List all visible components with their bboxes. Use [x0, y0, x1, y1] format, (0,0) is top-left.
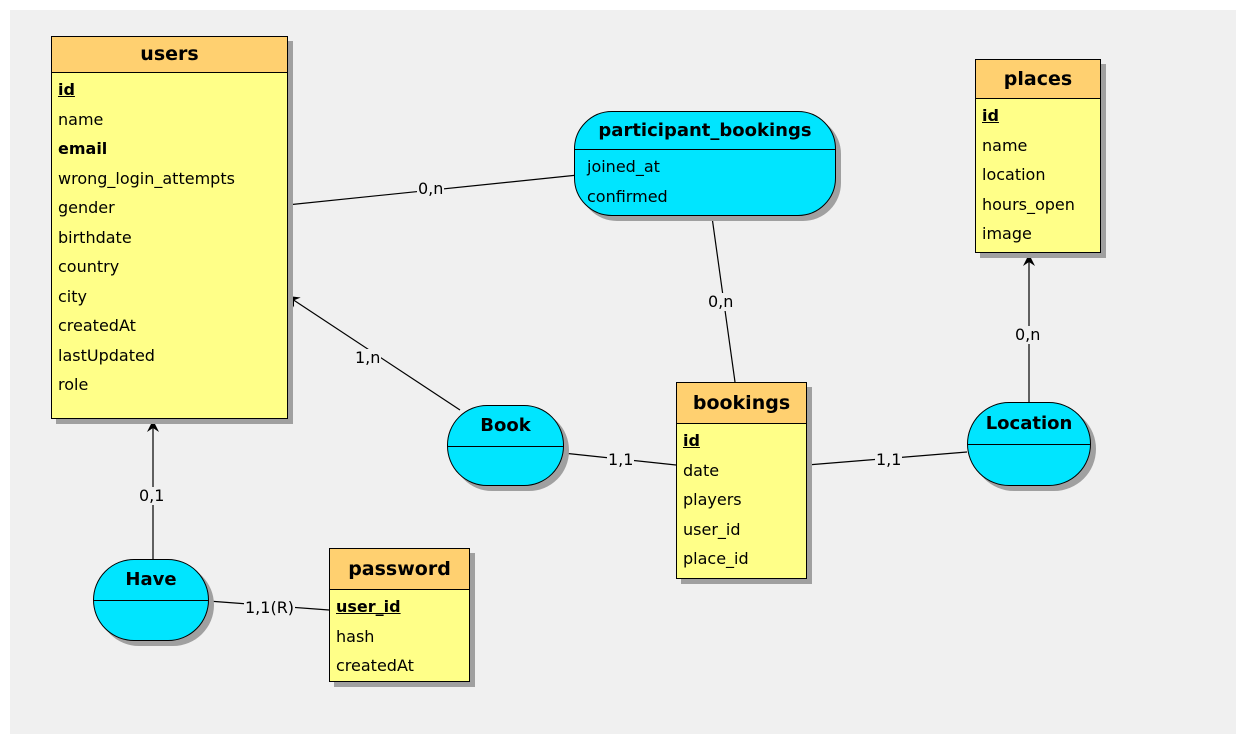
relation-participant-bookings-title: participant_bookings [575, 112, 835, 150]
entity-password-attribute: hash [336, 626, 375, 646]
entity-users-attribute: wrong_login_attempts [58, 168, 235, 188]
entity-password-attribute: user_id [336, 597, 401, 616]
entity-bookings-attribute: players [683, 490, 742, 509]
entity-users-attribute: gender [58, 198, 115, 217]
entity-bookings-attribute: place_id [683, 549, 749, 568]
entity-users-attribute: createdAt [58, 316, 136, 335]
entity-bookings-attribute: user_id [683, 519, 741, 539]
entity-places-attribute: hours_open [982, 194, 1075, 214]
entity-bookings[interactable]: bookings id date players user_id place_id [676, 382, 807, 579]
entity-users-attribute: id [58, 80, 75, 99]
entity-places-title: places [976, 60, 1100, 99]
cardinality-book-bookings: 1,1 [607, 450, 635, 469]
relation-location-title: Location [968, 403, 1090, 445]
cardinality-location-bookings: 1,1 [875, 450, 903, 469]
entity-users-attribute: birthdate [58, 227, 132, 247]
cardinality-have-password: 1,1(R) [244, 598, 296, 617]
relation-participant-bookings-attribute: confirmed [587, 186, 668, 206]
entity-places-attribute: id [982, 106, 999, 125]
relation-participant-bookings-attributes: joined_at confirmed [575, 150, 835, 211]
cardinality-users-participant: 0,n [417, 179, 445, 198]
relation-book-title: Book [448, 406, 563, 447]
entity-places-attribute: location [982, 165, 1046, 184]
cardinality-participant-bookings: 0,n [707, 292, 735, 311]
relation-participant-bookings-attribute: joined_at [587, 157, 660, 176]
entity-users-attribute: country [58, 257, 120, 276]
relation-have-title: Have [94, 560, 208, 601]
entity-users-attribute: role [58, 375, 89, 394]
entity-users-attribute: lastUpdated [58, 345, 155, 365]
entity-places-attribute: image [982, 224, 1032, 243]
relation-have[interactable]: Have [93, 559, 209, 641]
entity-users-attribute: email [58, 139, 108, 158]
entity-users-attribute: name [58, 109, 104, 129]
entity-places-attribute: name [982, 135, 1028, 155]
entity-users-attribute: city [58, 286, 87, 306]
entity-password-title: password [330, 549, 469, 590]
entity-bookings-attribute: id [683, 431, 700, 450]
cardinality-have-users: 0,1 [138, 486, 166, 505]
cardinality-location-places: 0,n [1014, 325, 1042, 344]
entity-password-attribute: createdAt [336, 656, 414, 675]
entity-bookings-attribute: date [683, 460, 720, 480]
relation-participant-bookings[interactable]: participant_bookings joined_at confirmed [574, 111, 836, 216]
entity-bookings-title: bookings [677, 383, 806, 424]
entity-users-title: users [52, 37, 287, 73]
entity-bookings-attributes: id date players user_id place_id [677, 424, 806, 574]
relation-location[interactable]: Location [967, 402, 1091, 486]
cardinality-book-users: 1,n [354, 348, 382, 367]
relation-book[interactable]: Book [447, 405, 564, 486]
